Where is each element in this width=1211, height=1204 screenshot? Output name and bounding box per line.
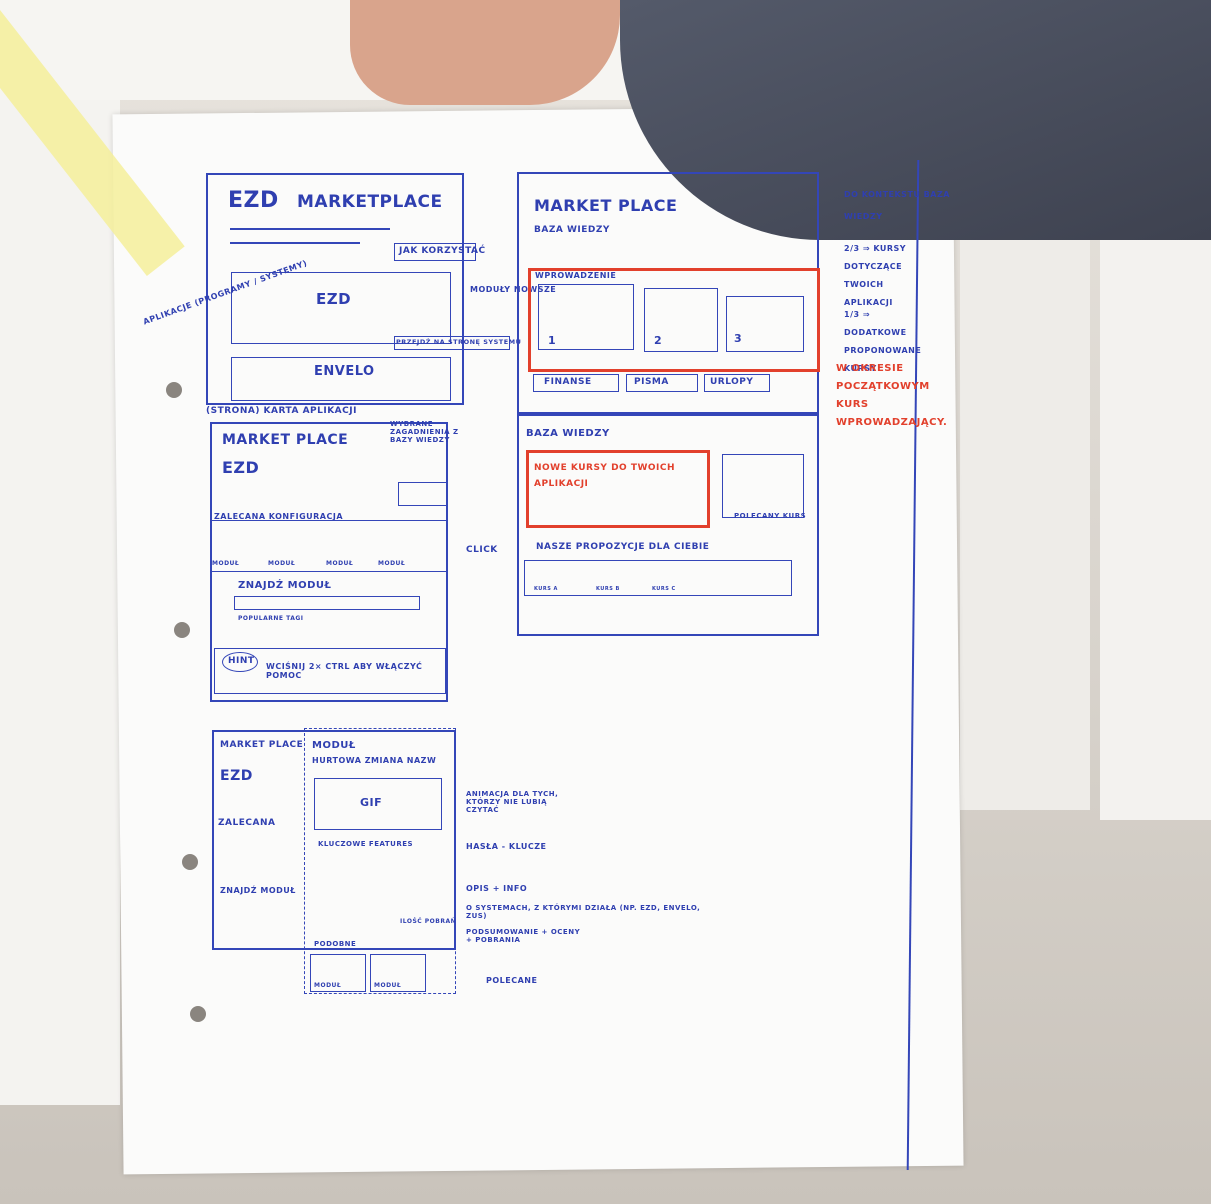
annotation: PODSUMOWANIE + OCENY + POBRANIA bbox=[466, 928, 581, 944]
punch-hole bbox=[166, 382, 182, 398]
module-card[interactable] bbox=[310, 954, 366, 992]
annotation: O SYSTEMACH, Z KTÓRYMI DZIAŁA (NP. EZD, … bbox=[466, 904, 701, 920]
proposals-label: NASZE PROPOZYCJE DLA CIEBIE bbox=[536, 542, 710, 552]
course-label[interactable]: KURS B bbox=[596, 586, 620, 592]
similar-label: PODOBNE bbox=[314, 940, 357, 948]
num: 2 bbox=[654, 334, 663, 347]
logo: EZD bbox=[222, 458, 260, 477]
video-box[interactable] bbox=[398, 482, 448, 506]
features-label: KLUCZOWE FEATURES bbox=[318, 840, 414, 848]
title: MARKET PLACE bbox=[534, 196, 678, 215]
annotation: OPIS + INFO bbox=[466, 884, 528, 893]
tab-pisma[interactable] bbox=[626, 374, 698, 392]
config-label: ZALECANA KONFIGURACJA bbox=[214, 512, 344, 521]
module-header: HURTOWA ZMIANA NAZW bbox=[312, 756, 437, 765]
section-title: BAZA WIEDZY bbox=[526, 428, 610, 439]
module-1[interactable]: MODUŁ bbox=[212, 560, 240, 567]
gif-label: GIF bbox=[360, 796, 383, 809]
tab-label: URLOPY bbox=[710, 377, 754, 387]
frame bbox=[206, 173, 464, 405]
recommended-label: ZALECANA bbox=[218, 818, 276, 828]
module-4[interactable]: MODUŁ bbox=[378, 560, 406, 567]
num: 3 bbox=[734, 332, 743, 345]
module-2[interactable]: MODUŁ bbox=[268, 560, 296, 567]
how-to-label: JAK KORZYSTAĆ bbox=[399, 246, 486, 256]
note-1: DO KONTEKSTU BAZA WIEDZY bbox=[844, 190, 950, 221]
app-logo: EZD bbox=[316, 290, 352, 308]
hint-text: WCIŚNIJ 2× CTRL ABY WŁĄCZYĆ POMOC bbox=[266, 662, 423, 680]
go-system-button[interactable] bbox=[394, 336, 510, 350]
logo: EZD bbox=[228, 188, 279, 213]
tab-label: FINANSE bbox=[544, 377, 592, 387]
back-paper-right bbox=[960, 180, 1090, 810]
module-title: MODUŁ bbox=[312, 740, 356, 751]
module-3[interactable]: MODUŁ bbox=[326, 560, 354, 567]
new-courses-box[interactable] bbox=[526, 450, 710, 528]
tags-label: POPULARNE TAGI bbox=[238, 615, 304, 622]
side-note: WYBRANE ZAGADNIENIA Z BAZY WIEDZY bbox=[390, 420, 459, 444]
back-paper-left bbox=[0, 95, 120, 1105]
recommended-course-label: POLECANY KURS bbox=[734, 512, 807, 520]
tab-label: PISMA bbox=[634, 377, 669, 387]
title: MARKETPLACE bbox=[297, 192, 443, 212]
back-paper-far-right bbox=[1100, 220, 1211, 820]
frame bbox=[517, 414, 819, 636]
tab-urlopy[interactable] bbox=[704, 374, 770, 392]
module-card-label: MODUŁ bbox=[374, 982, 402, 989]
find-label: ZNAJDŹ MODUŁ bbox=[220, 886, 296, 895]
hint-badge bbox=[222, 652, 258, 672]
intro-card-2[interactable] bbox=[644, 288, 718, 352]
punch-hole bbox=[182, 854, 198, 870]
num: 1 bbox=[548, 334, 557, 347]
search-input[interactable] bbox=[234, 596, 420, 610]
go-system-label: PRZEJDŹ NA STRONĘ SYSTEMU bbox=[396, 338, 522, 346]
module-card-label: MODUŁ bbox=[314, 982, 342, 989]
app-card-2[interactable] bbox=[231, 357, 451, 401]
intro-card-1[interactable] bbox=[538, 284, 634, 350]
module-panel bbox=[304, 728, 456, 994]
title: MARKET PLACE bbox=[222, 432, 349, 448]
intro-box bbox=[528, 268, 820, 372]
module-row bbox=[210, 520, 448, 572]
punch-hole bbox=[190, 1006, 206, 1022]
logo: EZD bbox=[220, 768, 253, 784]
bottom-note: (STRONA) KARTA APLIKACJI bbox=[206, 406, 357, 416]
arm-sleeve bbox=[620, 0, 1211, 240]
intro-card-3[interactable] bbox=[726, 296, 804, 352]
hint-label: HINT bbox=[228, 656, 255, 666]
rating-label: ILOŚĆ POBRAŃ bbox=[400, 918, 457, 925]
hint-bar bbox=[214, 648, 446, 694]
click-note: CLICK bbox=[466, 545, 498, 555]
app-card-1[interactable] bbox=[231, 272, 451, 344]
how-to-button[interactable] bbox=[394, 243, 476, 261]
intro-label: WPROWADZENIE bbox=[535, 271, 617, 280]
punch-hole bbox=[174, 622, 190, 638]
text-line bbox=[230, 228, 390, 230]
title: MARKET PLACE bbox=[220, 740, 304, 750]
new-courses-text: NOWE KURSY DO TWOICH APLIKACJI bbox=[534, 463, 676, 489]
annotation: HASŁA - KLUCZE bbox=[466, 842, 547, 851]
text-line bbox=[230, 242, 360, 244]
annotation: ANIMACJA DLA TYCH, KTÓRZY NIE LUBIĄ CZYT… bbox=[466, 790, 559, 814]
module-card[interactable] bbox=[370, 954, 426, 992]
proposals-row bbox=[524, 560, 792, 596]
note-3: 1/3 ⇒ DODATKOWE PROPONOWANE KURSY bbox=[844, 310, 922, 373]
hand bbox=[350, 0, 620, 105]
note-4: W OKRESIE POCZĄTKOWYM KURS WPROWADZAJĄCY… bbox=[836, 363, 948, 428]
note-2: 2/3 ⇒ KURSY DOTYCZĄCE TWOICH APLIKACJI bbox=[844, 244, 907, 307]
app-logo: ENVELO bbox=[314, 364, 375, 379]
recommended-course-card[interactable] bbox=[722, 454, 804, 518]
annotation: POLECANE bbox=[486, 976, 538, 985]
gif-box[interactable] bbox=[314, 778, 442, 830]
subtitle: BAZA WIEDZY bbox=[534, 225, 610, 235]
course-label[interactable]: KURS A bbox=[534, 586, 558, 592]
side-label: MODUŁY NOWSZE bbox=[470, 285, 557, 294]
find-module-label: ZNAJDŹ MODUŁ bbox=[238, 580, 332, 591]
tab-finanse[interactable] bbox=[533, 374, 619, 392]
course-label[interactable]: KURS C bbox=[652, 586, 676, 592]
